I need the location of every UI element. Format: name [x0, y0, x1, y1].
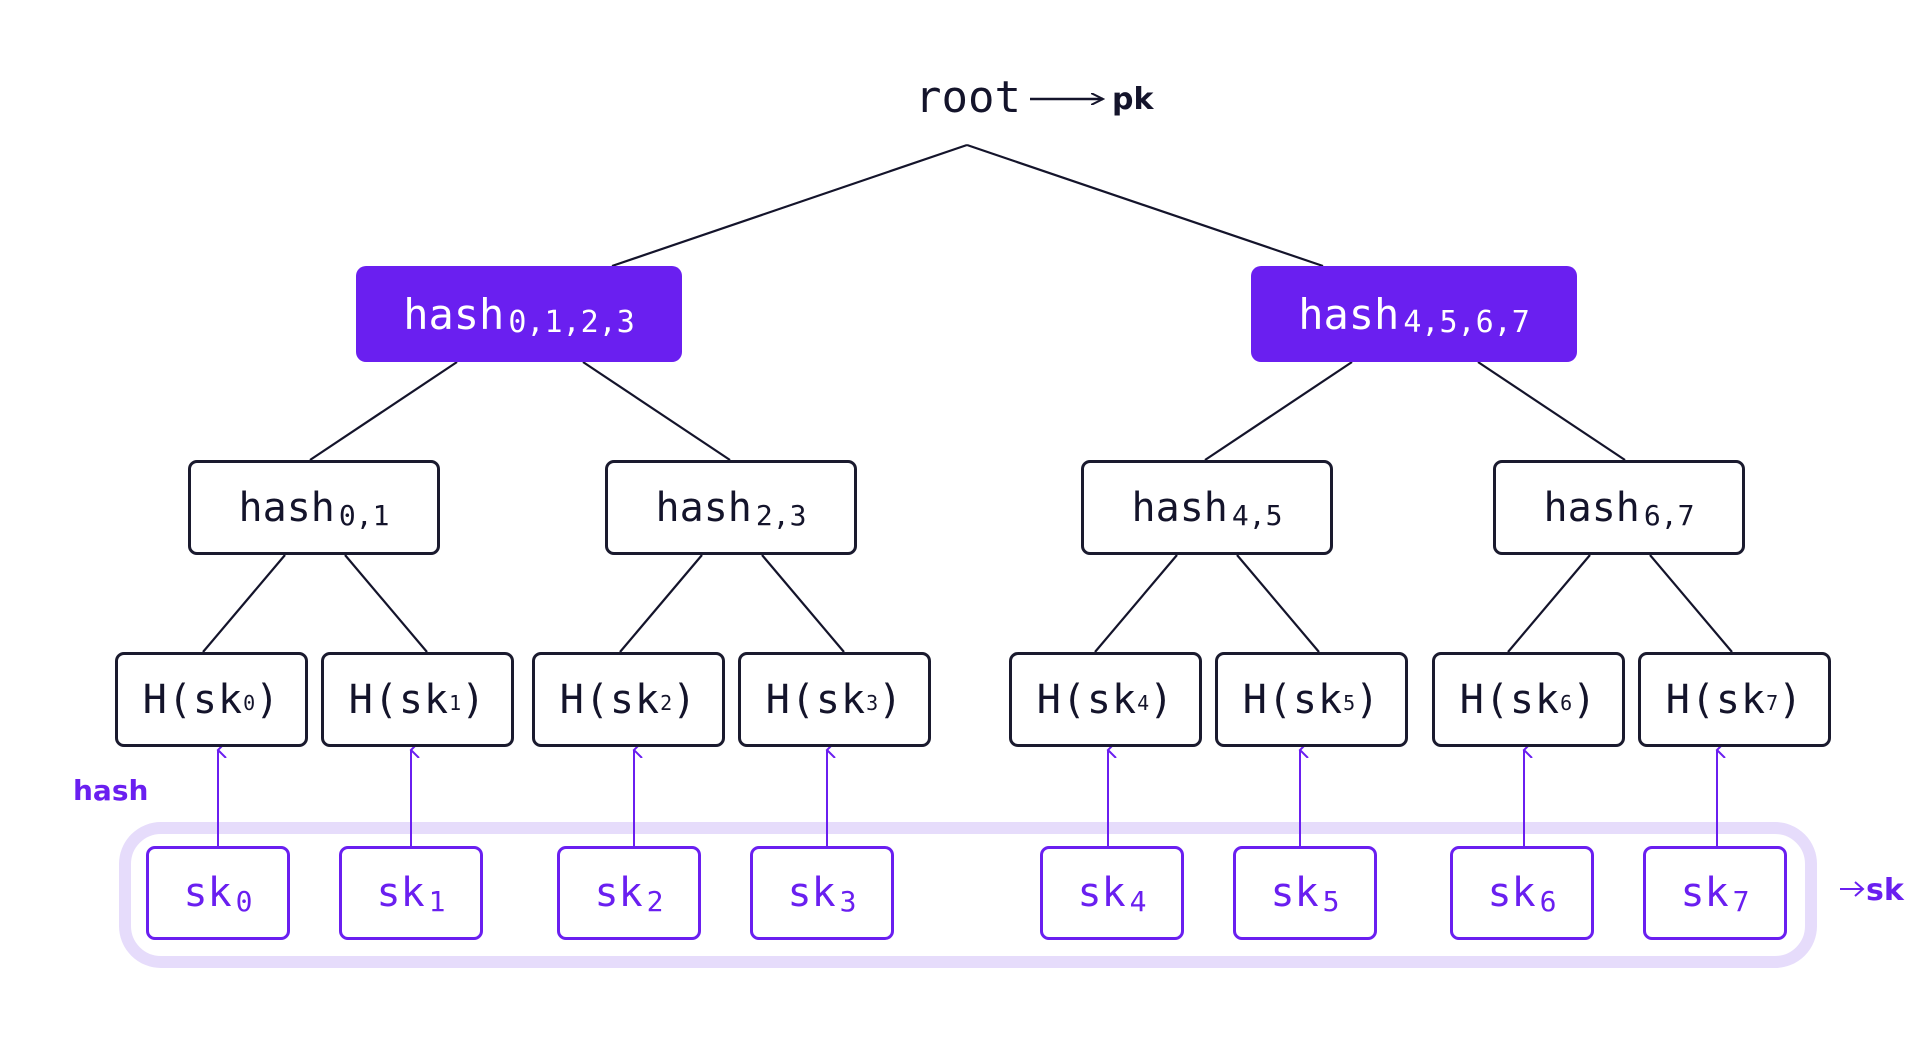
leaf-suffix: )	[878, 676, 904, 723]
leaf-prefix: H(sk	[559, 676, 661, 723]
leaf-subscript: 5	[1343, 690, 1356, 715]
sk-group-outline	[119, 822, 1817, 968]
sk-subscript: 2	[646, 884, 664, 918]
edge-l1-0-l2-0	[309, 361, 458, 461]
sk-label: sk	[376, 870, 425, 916]
sk-subscript: 3	[839, 884, 857, 918]
node-label: hash	[1298, 289, 1400, 339]
leaf-prefix: H(sk	[1242, 676, 1344, 723]
edge-l2-1-leaf-3	[761, 554, 845, 653]
edge-l1-1-l2-3	[1477, 361, 1626, 461]
edge-l2-0-leaf-0	[202, 554, 286, 653]
leaf-prefix: H(sk	[1665, 676, 1767, 723]
leaf-subscript: 2	[660, 690, 673, 715]
edge-l1-0-l2-1	[582, 361, 731, 461]
sk-label: sk	[183, 870, 232, 916]
leaf-suffix: )	[1778, 676, 1804, 723]
node-subscript: 6,7	[1643, 499, 1695, 532]
leaf-prefix: H(sk	[1459, 676, 1561, 723]
leaf-subscript: 1	[449, 690, 462, 715]
edge-root-right	[966, 143, 1324, 268]
root-label: root	[915, 72, 1021, 123]
edge-l2-2-leaf-4	[1094, 554, 1178, 653]
leaf-suffix: )	[255, 676, 281, 723]
leaf-subscript: 6	[1560, 690, 1573, 715]
node-label: hash	[403, 289, 505, 339]
node-subscript: 0,1,2,3	[508, 304, 635, 340]
node-subscript: 0,1	[338, 499, 390, 532]
leaf-suffix: )	[1355, 676, 1381, 723]
sk-subscript: 4	[1129, 884, 1147, 918]
leaf-prefix: H(sk	[765, 676, 867, 723]
sk-subscript: 1	[428, 884, 446, 918]
edge-l2-0-leaf-1	[344, 554, 428, 653]
sk-subscript: 0	[235, 884, 253, 918]
leaf-prefix: H(sk	[348, 676, 450, 723]
edge-l2-3-leaf-6	[1507, 554, 1591, 653]
node-subscript: 4,5,6,7	[1403, 304, 1530, 340]
sk-label: sk	[1270, 870, 1319, 916]
leaf-prefix: H(sk	[1036, 676, 1138, 723]
sk-label: sk	[1077, 870, 1126, 916]
edge-l2-3-leaf-7	[1649, 554, 1733, 653]
sk-group-arrowhead	[1854, 881, 1865, 897]
hash-arrow-label: hash	[73, 774, 149, 807]
leaf-subscript: 4	[1137, 690, 1150, 715]
sk-label: sk	[787, 870, 836, 916]
sk-subscript: 6	[1539, 884, 1557, 918]
edge-root-left	[611, 143, 968, 268]
sk-group-label: sk	[1866, 873, 1904, 908]
node-label: hash	[238, 484, 335, 531]
node-label: hash	[1131, 484, 1228, 531]
edge-l2-1-leaf-2	[619, 554, 703, 653]
sk-label: sk	[1680, 870, 1729, 916]
leaf-suffix: )	[1149, 676, 1175, 723]
sk-subscript: 5	[1322, 884, 1340, 918]
leaf-subscript: 0	[243, 690, 256, 715]
node-label: hash	[1543, 484, 1640, 531]
leaf-prefix: H(sk	[142, 676, 244, 723]
edge-l1-1-l2-2	[1204, 361, 1353, 461]
leaf-suffix: )	[672, 676, 698, 723]
edge-l2-2-leaf-5	[1236, 554, 1320, 653]
sk-subscript: 7	[1732, 884, 1750, 918]
node-subscript: 4,5	[1231, 499, 1283, 532]
node-subscript: 2,3	[755, 499, 807, 532]
leaf-subscript: 3	[866, 690, 879, 715]
leaf-suffix: )	[1572, 676, 1598, 723]
leaf-subscript: 7	[1766, 690, 1779, 715]
sk-label: sk	[594, 870, 643, 916]
sk-label: sk	[1487, 870, 1536, 916]
node-label: hash	[655, 484, 752, 531]
pk-label: pk	[1112, 82, 1154, 117]
leaf-suffix: )	[461, 676, 487, 723]
